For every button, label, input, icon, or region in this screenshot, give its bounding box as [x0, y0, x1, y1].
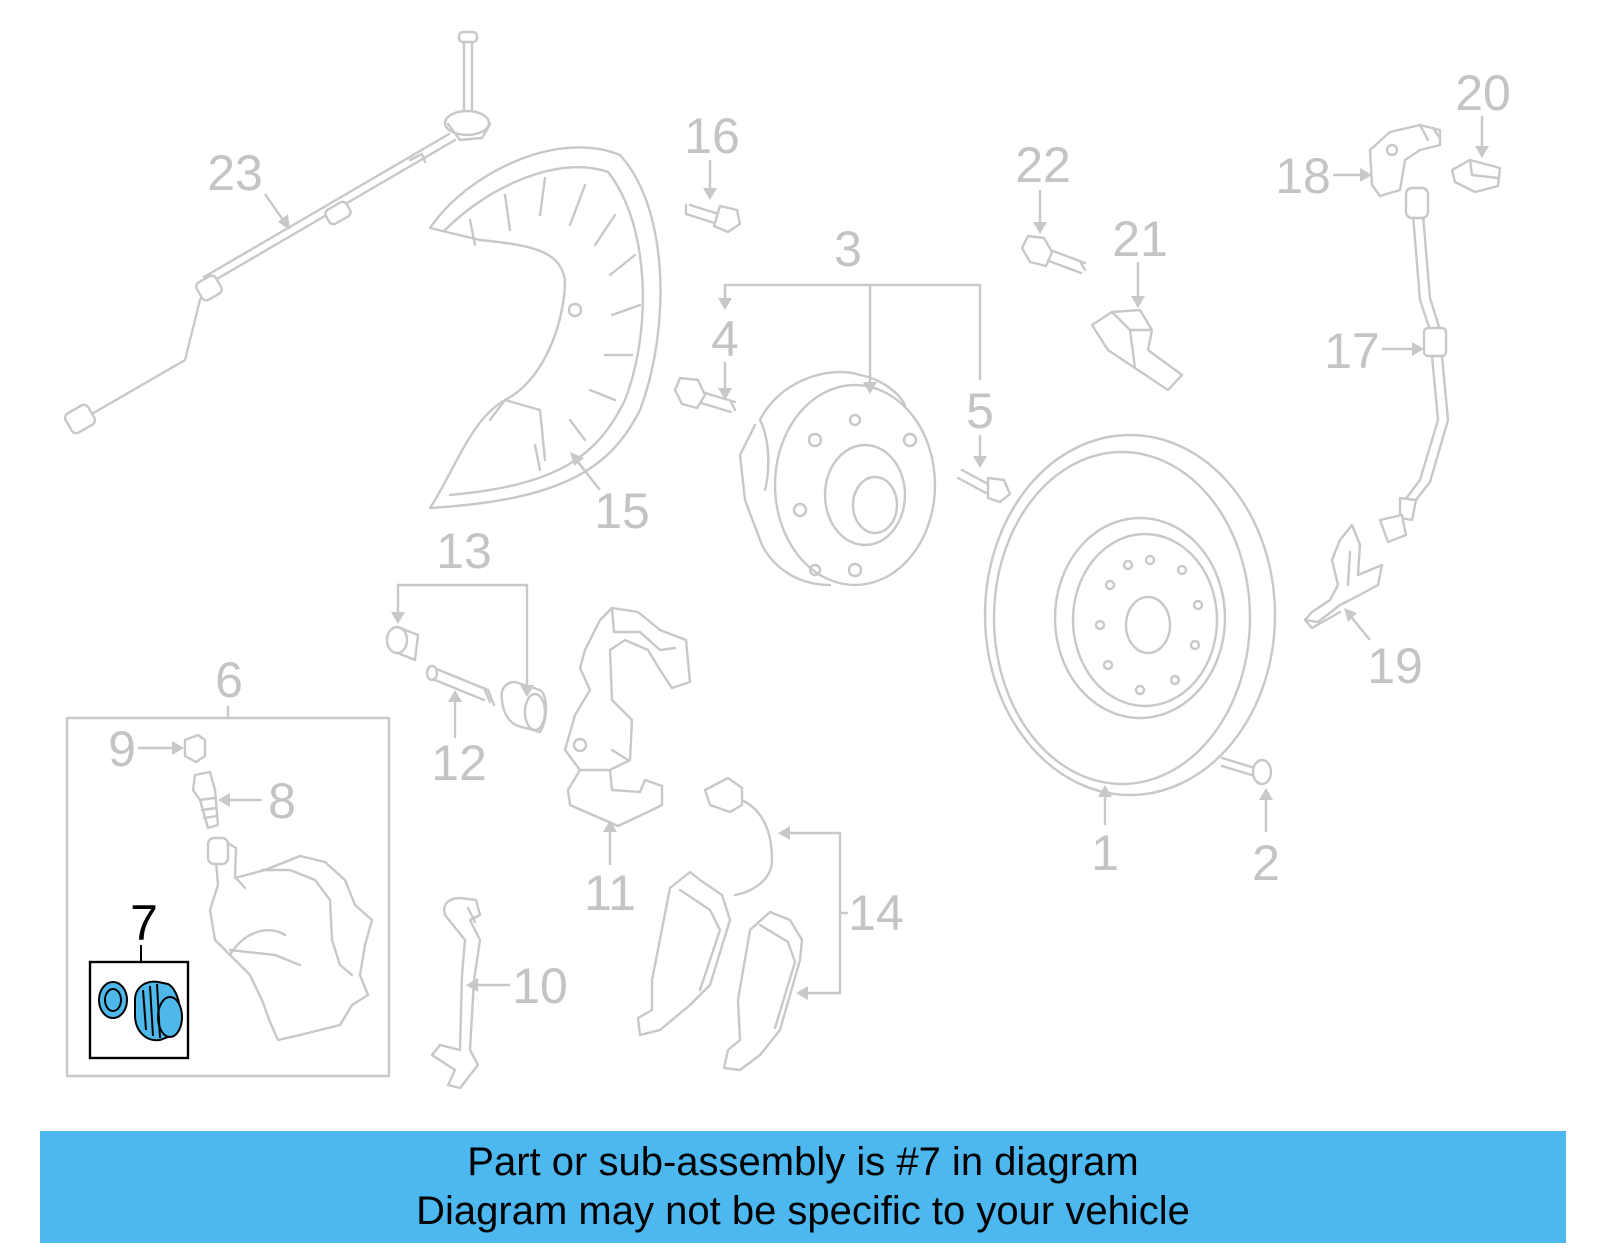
callout-10: 10: [512, 958, 568, 1014]
part-2-rotor-screw[interactable]: [1220, 756, 1273, 786]
part-1-brake-rotor[interactable]: [983, 433, 1277, 797]
part-22-bolt[interactable]: [1020, 234, 1087, 275]
part-8-bleeder-screw[interactable]: [191, 770, 220, 830]
callout-8: 8: [268, 773, 296, 829]
part-6-caliper-group[interactable]: [65, 716, 391, 1078]
banner-line-2: Diagram may not be specific to your vehi…: [416, 1189, 1190, 1233]
callout-3: 3: [834, 221, 862, 277]
part-10-anti-rattle-spring[interactable]: [430, 896, 482, 1090]
part-9-bleeder-cap[interactable]: [183, 733, 207, 764]
part-15-dust-shield[interactable]: [428, 146, 662, 510]
part-13-guide-pin-kit[interactable]: [385, 625, 548, 734]
callout-14: 14: [848, 885, 904, 941]
callout-1: 1: [1091, 825, 1119, 881]
part-11-caliper-bracket[interactable]: [563, 606, 692, 828]
part-19-bracket[interactable]: [1303, 523, 1384, 630]
part-21-clip[interactable]: [1090, 308, 1184, 392]
callout-12: 12: [431, 735, 487, 791]
part-4-hub-bolt[interactable]: [673, 376, 737, 414]
callout-13: 13: [436, 523, 492, 579]
callout-18: 18: [1275, 148, 1331, 204]
callout-6: 6: [215, 652, 243, 708]
part-23-abs-sensor-cable[interactable]: [63, 30, 492, 435]
callout-5: 5: [966, 383, 994, 439]
callout-15: 15: [594, 483, 650, 539]
part-7-piston-seal-kit[interactable]: [88, 945, 190, 1060]
part-3-hub-assembly[interactable]: [738, 370, 937, 587]
part-16-bolt[interactable]: [684, 203, 742, 234]
leader-lines: [138, 116, 1489, 1000]
callout-23: 23: [207, 145, 263, 201]
callout-2: 2: [1252, 835, 1280, 891]
callout-11: 11: [584, 865, 636, 921]
part-20-clip[interactable]: [1450, 158, 1502, 194]
callout-9: 9: [108, 721, 136, 777]
callout-7: 7: [130, 895, 158, 951]
callout-labels: 3 4 5 16 23 15 22 21 20 18 17 19 1 2 13 …: [108, 65, 1511, 1014]
callout-21: 21: [1112, 211, 1168, 267]
part-12-guide-pin[interactable]: [425, 664, 496, 707]
part-14-brake-pads[interactable]: [636, 776, 804, 1072]
callout-16: 16: [684, 108, 740, 164]
callout-20: 20: [1455, 65, 1511, 121]
info-banner: Part or sub-assembly is #7 in diagram Di…: [40, 1131, 1566, 1243]
callout-4: 4: [711, 311, 739, 367]
part-18-bracket[interactable]: [1368, 123, 1442, 198]
callout-19: 19: [1367, 638, 1423, 694]
banner-line-1: Part or sub-assembly is #7 in diagram: [467, 1140, 1139, 1184]
part-5-small-bolt[interactable]: [956, 468, 1012, 504]
part-17-brake-hose[interactable]: [1378, 186, 1450, 544]
callout-22: 22: [1015, 137, 1071, 193]
callout-17: 17: [1324, 323, 1380, 379]
